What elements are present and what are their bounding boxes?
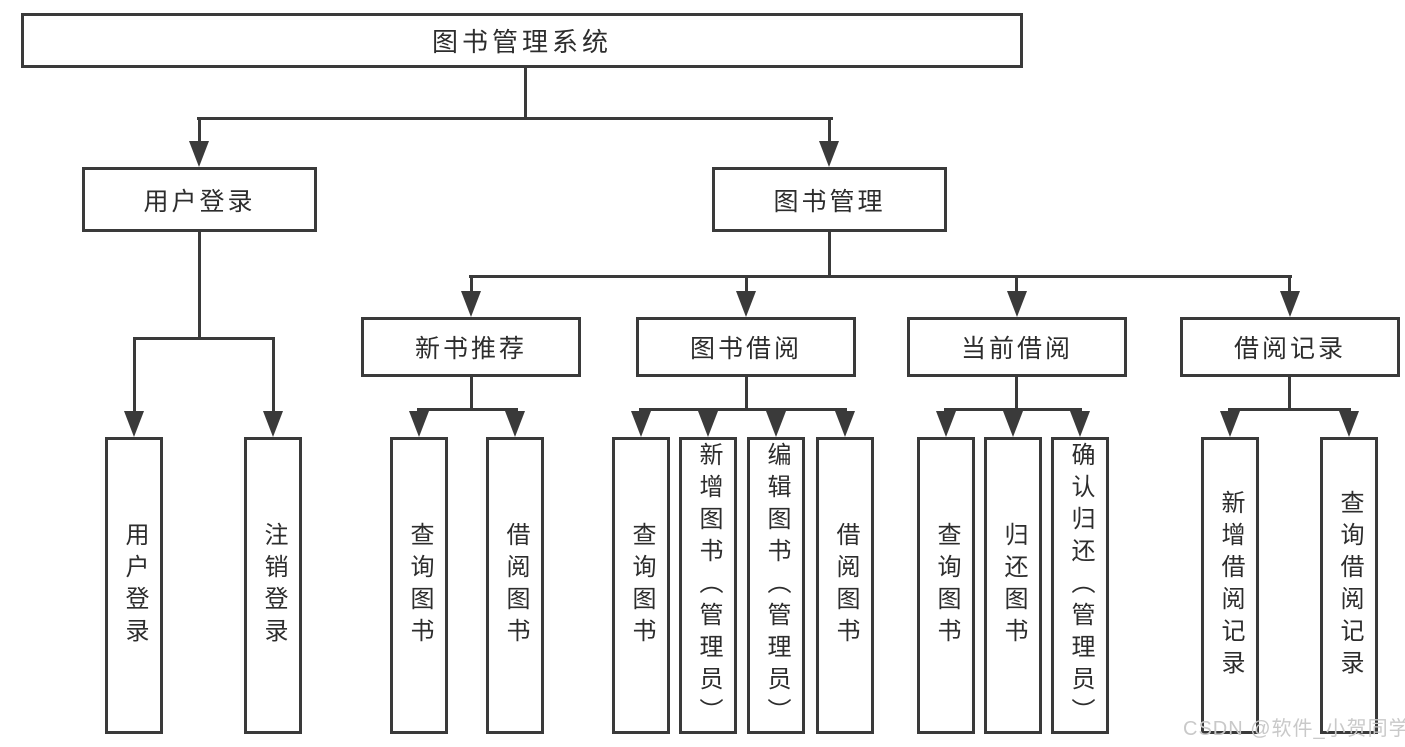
arrow-down-icon [1070,411,1090,437]
leaf-query-book-2: 查询图书 [612,437,670,734]
leaf-return-book-label: 归还图书 [1000,521,1027,650]
arrow-down-icon [409,411,429,437]
leaf-user-login-label: 用户登录 [121,521,148,650]
connector-current-borrow-branch [944,408,1082,411]
connector-user-login-stub [198,230,201,340]
leaf-query-borrow-record-label: 查询借阅记录 [1336,489,1363,682]
connector-new-book-stub [470,375,473,411]
connector-book-management-stub [828,230,831,278]
node-new-book-recommend: 新书推荐 [361,317,581,377]
leaf-return-book: 归还图书 [984,437,1042,734]
arrow-down-icon [1339,411,1359,437]
leaf-query-book-3: 查询图书 [917,437,975,734]
arrow-down-icon [1007,291,1027,317]
leaf-borrow-book-2: 借阅图书 [816,437,874,734]
leaf-logout-label: 注销登录 [260,521,287,650]
arrow-down-icon [263,411,283,437]
arrow-down-icon [1280,291,1300,317]
node-library-system-label: 图书管理系统 [431,27,612,57]
leaf-query-book-3-label: 查询图书 [933,521,960,650]
connector-book-borrow-stub [745,375,748,411]
leaf-edit-book-admin-label: 编辑图书（管理员） [763,441,790,730]
connector-current-borrow-stub [1015,375,1018,411]
csdn-watermark: CSDN @软件_小贺同学 [1183,718,1405,740]
arrow-down-icon [766,411,786,437]
node-borrow-records: 借阅记录 [1180,317,1400,377]
connector-borrow-records-stub [1288,375,1291,411]
connector-root-stub [524,68,527,120]
arrow-down-icon [936,411,956,437]
leaf-confirm-return-admin: 确认归还（管理员） [1051,437,1109,734]
arrow-down-icon [1220,411,1240,437]
arrow-down-icon [505,411,525,437]
arrow-down-icon [631,411,651,437]
connector-user-login-branch [133,337,275,340]
leaf-query-book-1-label: 查询图书 [406,521,433,650]
node-user-login: 用户登录 [82,167,317,232]
connector-stem-leaf [133,337,136,411]
leaf-query-book-1: 查询图书 [390,437,448,734]
arrow-down-icon [698,411,718,437]
leaf-edit-book-admin: 编辑图书（管理员） [747,437,805,734]
connector-stem-borrow-records [1288,275,1291,292]
arrow-down-icon [819,141,839,167]
leaf-add-book-admin: 新增图书（管理员） [679,437,737,734]
arrow-down-icon [1003,411,1023,437]
connector-stem-user-login [198,117,201,143]
arrow-down-icon [124,411,144,437]
connector-level2-branch [197,117,833,120]
leaf-borrow-book-1-label: 借阅图书 [502,521,529,650]
leaf-query-book-2-label: 查询图书 [628,521,655,650]
leaf-query-borrow-record: 查询借阅记录 [1320,437,1378,734]
arrow-down-icon [835,411,855,437]
leaf-borrow-book-2-label: 借阅图书 [832,521,859,650]
node-book-borrow-label: 图书借阅 [689,335,802,363]
leaf-add-borrow-record: 新增借阅记录 [1201,437,1259,734]
connector-stem-book-borrow [745,275,748,292]
connector-book-borrow-branch [639,408,847,411]
node-current-borrow-label: 当前借阅 [960,335,1073,363]
connector-stem-new-book [470,275,473,292]
leaf-logout: 注销登录 [244,437,302,734]
node-book-management: 图书管理 [712,167,947,232]
connector-stem-current-borrow [1015,275,1018,292]
connector-level3-branch [469,275,1292,278]
arrow-down-icon [461,291,481,317]
node-borrow-records-label: 借阅记录 [1233,335,1346,363]
connector-stem-leaf [272,337,275,411]
node-library-system: 图书管理系统 [21,13,1023,68]
node-book-management-label: 图书管理 [773,187,886,216]
arrow-down-icon [736,291,756,317]
leaf-add-book-admin-label: 新增图书（管理员） [695,441,722,730]
arrow-down-icon [189,141,209,167]
node-current-borrow: 当前借阅 [907,317,1127,377]
node-new-book-recommend-label: 新书推荐 [414,335,527,363]
node-book-borrow: 图书借阅 [636,317,856,377]
leaf-add-borrow-record-label: 新增借阅记录 [1217,489,1244,682]
node-user-login-label: 用户登录 [143,187,256,216]
connector-new-book-branch [417,408,518,411]
leaf-borrow-book-1: 借阅图书 [486,437,544,734]
leaf-user-login: 用户登录 [105,437,163,734]
connector-stem-book-management [828,117,831,143]
connector-borrow-records-branch [1228,408,1351,411]
leaf-confirm-return-admin-label: 确认归还（管理员） [1067,441,1094,730]
